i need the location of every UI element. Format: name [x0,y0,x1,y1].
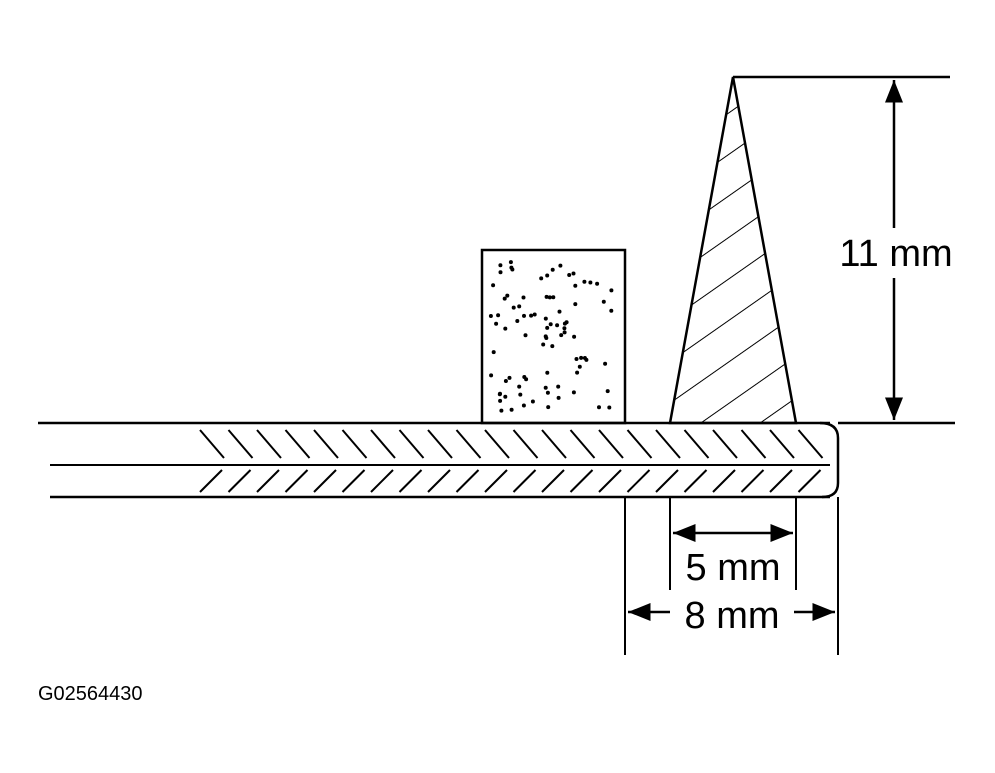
stippled-block-outline [480,248,627,425]
outer-width-dimension: 8 mm [624,497,839,655]
sealant-bead [668,76,798,425]
stippled-block [480,248,627,425]
height-dim-label: 11 mm [839,233,952,275]
outer-width-dim-label: 8 mm [685,595,780,637]
flange-hatch-upper [199,429,824,459]
stipple-dots [488,260,614,413]
inner-width-dimension: 5 mm [669,497,797,590]
flange-hatch-lower [199,469,822,493]
figure-id: G02564430 [38,683,143,705]
flange-rounded-end [819,421,840,499]
sealant-bead-triangle [668,76,798,425]
inner-width-dim-label: 5 mm [686,547,781,589]
flange-panel [38,421,955,499]
height-dimension: 11 mm [733,75,964,420]
